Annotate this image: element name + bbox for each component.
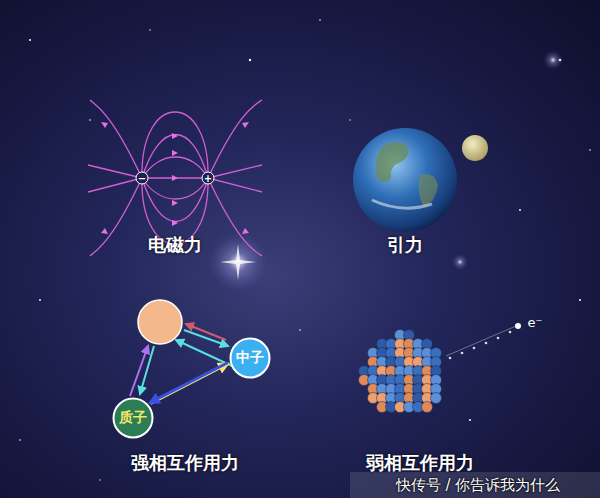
force-label: 电磁力 [148,233,202,257]
force-arrow [150,363,228,403]
watermark: 快传号 / 你告诉我为什么 [396,476,561,495]
proton-circle: 质子 [112,397,154,439]
force-label: 弱相互作用力 [366,451,474,475]
particle-name: 质子 [119,409,147,427]
charge-sign: − [138,173,146,184]
particle-name: 中子 [236,349,264,367]
electron-label: e⁻ [528,315,543,330]
force-label: 引力 [387,233,423,257]
charge-sign: + [204,173,212,184]
neutron-circle: 中子 [229,337,271,379]
force-label: 强相互作用力 [131,451,239,475]
